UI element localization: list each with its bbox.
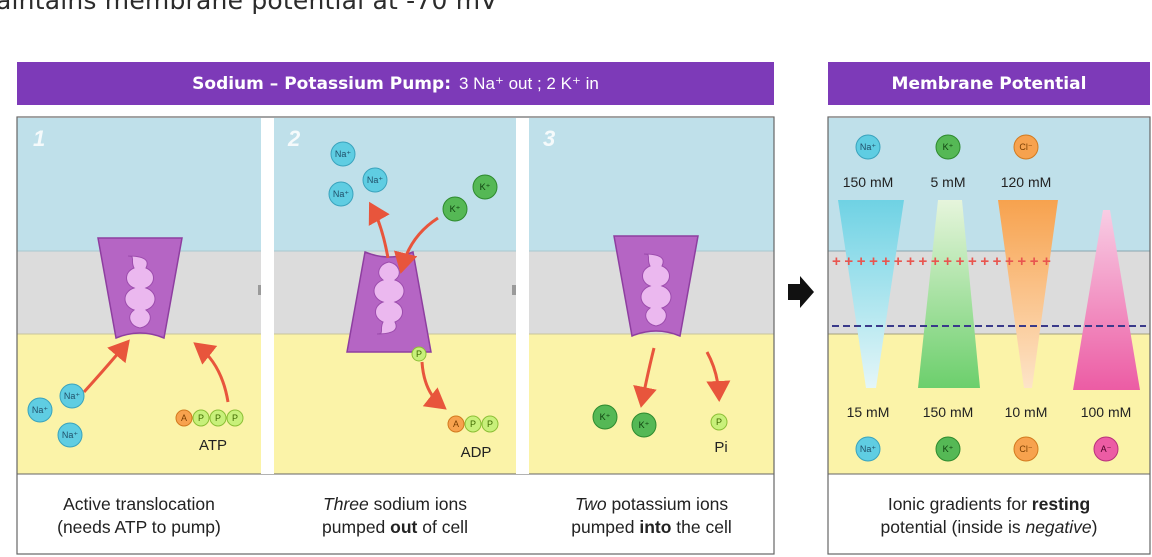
na-ion: Na⁺: [57, 422, 83, 448]
potential-panel: ++++++++++++++++++ Na⁺ K⁺ Cl⁻ 150 mM 5 m…: [828, 118, 1150, 474]
inside-conc-k: 150 mM: [923, 404, 974, 420]
pump-header: Sodium – Potassium Pump: 3 Na⁺ out ; 2 K…: [17, 62, 774, 105]
caption-step-3: Two potassium ions pumped into the cell: [571, 494, 732, 537]
pump-frame: [16, 116, 775, 555]
phosphate: P: [710, 413, 728, 431]
svg-text:K⁺: K⁺: [943, 444, 954, 454]
na-ion: Na⁺: [362, 167, 388, 193]
svg-text:Na⁺: Na⁺: [333, 189, 350, 199]
adp-label: ADP: [461, 444, 492, 461]
svg-text:P: P: [716, 417, 722, 427]
phosphate: P: [411, 346, 427, 362]
svg-text:P: P: [470, 419, 476, 429]
outside-conc-cl: 120 mM: [1001, 174, 1052, 190]
arrow: [705, 351, 731, 402]
svg-text:K⁺: K⁺: [600, 412, 611, 422]
anion-gradient: [1073, 210, 1140, 390]
inside-conc-anion: 100 mM: [1081, 404, 1132, 420]
svg-text:Na⁺: Na⁺: [32, 405, 49, 415]
na-ion: Na⁺: [855, 436, 881, 462]
svg-text:P: P: [215, 413, 221, 423]
inside-conc-cl: 10 mM: [1005, 404, 1048, 420]
svg-text:K⁺: K⁺: [943, 142, 954, 152]
potential-frame: [827, 116, 1151, 555]
caption-potential: Ionic gradients for resting potential (i…: [880, 494, 1098, 537]
potential-header-title: Membrane Potential: [891, 73, 1087, 94]
svg-text:P: P: [198, 413, 204, 423]
atp-label: ATP: [199, 437, 227, 454]
arrow: [368, 201, 390, 259]
k-ion: K⁺: [935, 134, 961, 160]
svg-text:Na⁺: Na⁺: [64, 391, 81, 401]
svg-text:A⁻: A⁻: [1101, 444, 1112, 454]
k-ion: K⁺: [631, 412, 657, 438]
black-arrow: [788, 276, 814, 308]
cl-ion: Cl⁻: [1013, 436, 1039, 462]
svg-text:Cl⁻: Cl⁻: [1019, 142, 1032, 152]
pump-header-title: Sodium – Potassium Pump:: [192, 73, 451, 94]
arrow: [394, 216, 439, 274]
caption-step-1: Active translocation (needs ATP to pump): [57, 494, 221, 537]
k-ion: K⁺: [442, 196, 468, 222]
na-ion: Na⁺: [59, 383, 85, 409]
svg-text:Na⁺: Na⁺: [860, 142, 877, 152]
caption-step-2: Three sodium ions pumped out of cell: [322, 494, 468, 537]
na-ion: Na⁺: [855, 134, 881, 160]
anion-ion: A⁻: [1093, 436, 1119, 462]
arrow: [633, 347, 657, 408]
svg-text:P: P: [416, 349, 422, 359]
k-ion: K⁺: [592, 404, 618, 430]
atp-molecule: A P P P: [175, 409, 244, 427]
pi-label: Pi: [714, 439, 727, 456]
cl-ion: Cl⁻: [1013, 134, 1039, 160]
step-number-2: 2: [287, 126, 301, 151]
potential-header: Membrane Potential: [828, 62, 1150, 105]
outside-conc-k: 5 mM: [931, 174, 966, 190]
arrow: [420, 361, 447, 410]
step-number-1: 1: [33, 126, 45, 151]
svg-text:P: P: [232, 413, 238, 423]
arrow: [82, 339, 130, 394]
adp-molecule: A P P: [447, 415, 499, 433]
svg-text:A: A: [181, 413, 187, 423]
svg-text:K⁺: K⁺: [639, 420, 650, 430]
svg-text:Na⁺: Na⁺: [860, 444, 877, 454]
svg-text:K⁺: K⁺: [480, 182, 491, 192]
outside-conc-na: 150 mM: [843, 174, 894, 190]
panel-step-2: 2 Na⁺ Na⁺ Na⁺ K⁺ K⁺ P A: [274, 118, 516, 474]
positive-charge-line: ++++++++++++++++++: [832, 253, 1054, 270]
na-ion: Na⁺: [330, 141, 356, 167]
na-ion: Na⁺: [328, 181, 354, 207]
inside-conc-na: 15 mM: [847, 404, 890, 420]
k-gradient: [918, 200, 980, 388]
k-ion: K⁺: [472, 174, 498, 200]
panel-step-3: 3 K⁺ K⁺ P Pi: [529, 118, 774, 474]
svg-text:Na⁺: Na⁺: [62, 430, 79, 440]
svg-text:Cl⁻: Cl⁻: [1019, 444, 1032, 454]
na-gradient: [838, 200, 904, 388]
svg-text:K⁺: K⁺: [450, 204, 461, 214]
svg-text:P: P: [487, 419, 493, 429]
k-ion: K⁺: [935, 436, 961, 462]
svg-text:Na⁺: Na⁺: [335, 149, 352, 159]
panel-step-1: 1 Na⁺ Na⁺ Na⁺ A P P P ATP: [17, 118, 261, 474]
na-ion: Na⁺: [27, 397, 53, 423]
cl-gradient: [998, 200, 1058, 388]
step-number-3: 3: [543, 126, 555, 151]
svg-text:Na⁺: Na⁺: [367, 175, 384, 185]
arrow: [193, 342, 230, 403]
page-heading: aintains membrane potential at -70 mV: [0, 0, 498, 15]
pump-header-subtitle: 3 Na⁺ out ; 2 K⁺ in: [459, 73, 599, 93]
svg-text:A: A: [453, 419, 459, 429]
